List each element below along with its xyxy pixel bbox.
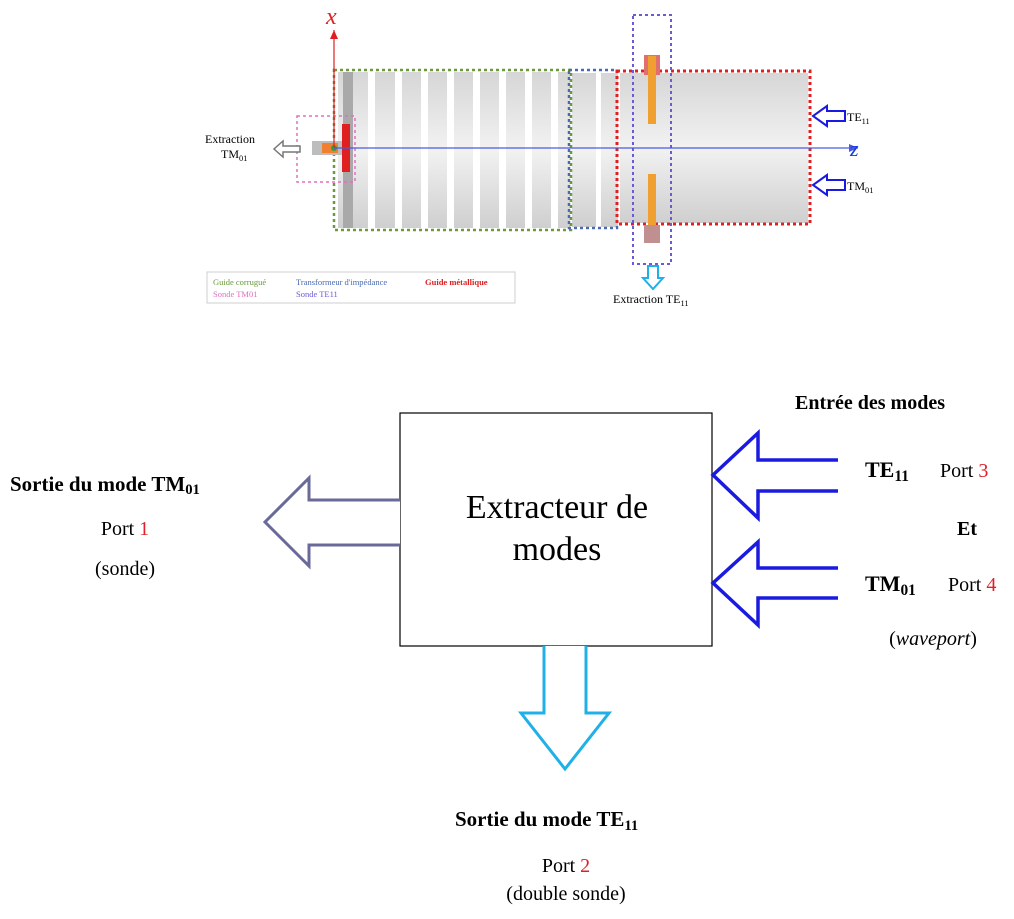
left-output-title: Sortie du mode TM01 [10,472,200,498]
legend-item-corrugated: Guide corrugué [213,277,266,287]
z-axis-arrowhead [849,144,858,152]
tm01-port4-arrow [710,538,838,630]
right-port-note: (waveport) [889,628,977,650]
te11-input-label: TE11 [847,110,870,126]
extractor-box [399,412,713,647]
tm01-extraction-mode: TM01 [221,147,247,163]
tm01-probe-outline [296,115,356,183]
impedance-transformer [572,73,618,227]
right-input-heading: Entrée des modes [795,392,945,414]
legend-item-tm01-probe: Sonde TM01 [213,289,257,299]
metallic-guide-outline [615,69,812,226]
te11-port3-arrow [710,428,838,523]
te11-input-arrow [811,104,846,128]
legend-item-metallic: Guide métallique [425,277,488,287]
right-and-label: Et [957,518,977,540]
x-axis-arrowhead [330,30,338,39]
te11-probe-outline [632,14,672,265]
te11-extraction-arrow [640,265,666,291]
te11-probe [632,14,672,265]
tm01-extraction-label: Extraction [205,132,255,146]
te11-output-arrow [517,646,613,772]
block-diagram: Extracteur de modes Sortie du mode TM01 … [10,392,996,905]
tm01-input-arrow [811,173,846,197]
left-port-note: (sonde) [95,558,155,580]
te11-extraction-label: Extraction TE11 [613,292,689,308]
legend-item-transformer: Transformeur d'impédance [296,277,387,287]
left-port-label: Port 1 [101,518,149,540]
corrugated-guide [338,72,570,228]
bottom-port-note: (double sonde) [506,883,625,905]
tm01-output-arrow [262,474,400,570]
x-axis-label: x [325,4,337,30]
right-port4-label: Port 4 [948,574,996,596]
right-te11-mode: TE11 [865,457,909,485]
legend: Guide corrugué Transformeur d'impédance … [206,271,516,304]
extractor-label-line1: Extracteur de [466,489,648,526]
bottom-port-label: Port 2 [542,855,590,877]
right-tm01-mode: TM01 [865,571,916,599]
bottom-output-title: Sortie du mode TE11 [455,807,638,834]
z-axis-label: z [849,136,859,161]
extractor-label-line2: modes [513,531,602,568]
waveguide-figure: x z Extraction TM01 TE11 TM01 Extraction… [205,4,873,308]
tm01-extraction-arrow [272,139,301,159]
tm01-input-label: TM01 [847,179,873,195]
legend-item-te11-probe: Sonde TE11 [296,289,338,299]
right-port3-label: Port 3 [940,460,988,482]
